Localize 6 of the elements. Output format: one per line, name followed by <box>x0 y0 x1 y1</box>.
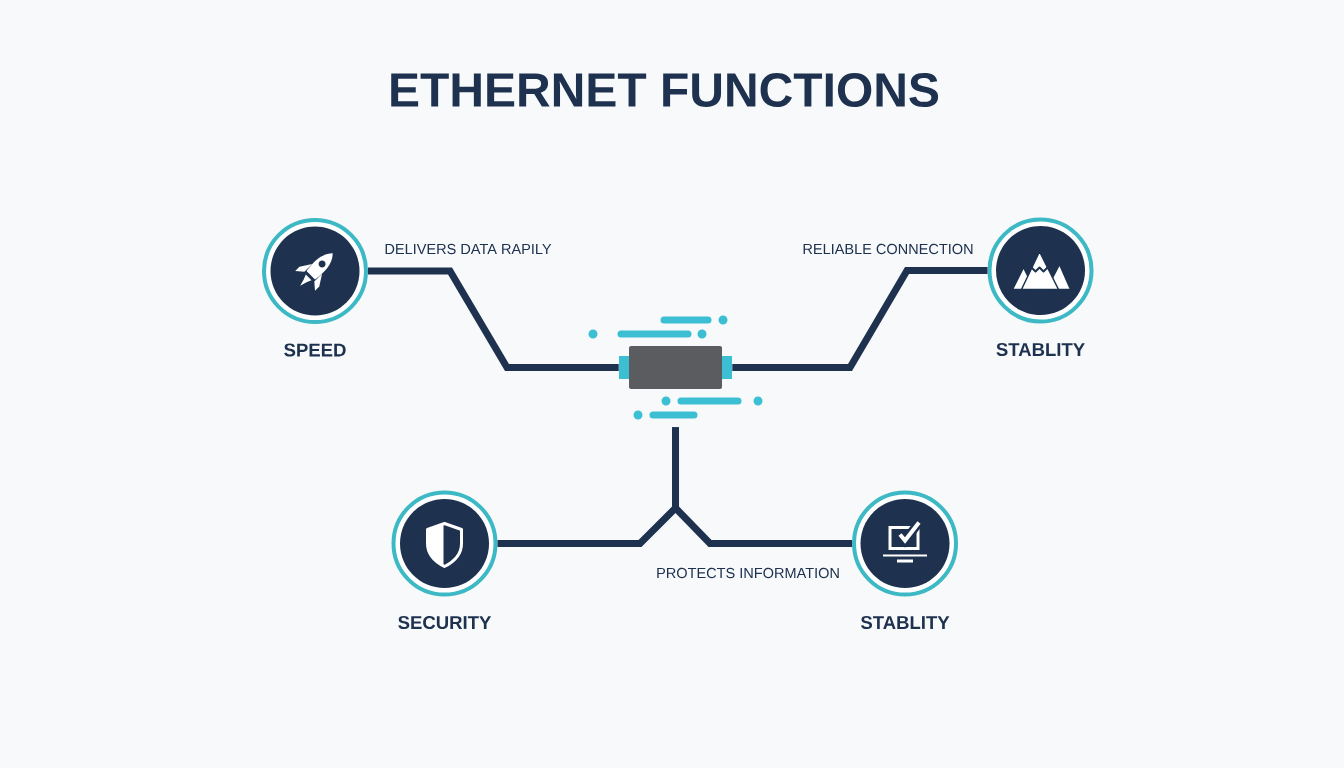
title: ETHERNET FUNCTIONS <box>391 73 939 107</box>
connector-box <box>619 346 732 389</box>
node-label: STABLITY <box>996 342 1085 357</box>
node-label: SECURITY <box>398 615 492 630</box>
node-label: STABLITY <box>860 615 950 630</box>
node-label: SPEED <box>284 343 346 357</box>
